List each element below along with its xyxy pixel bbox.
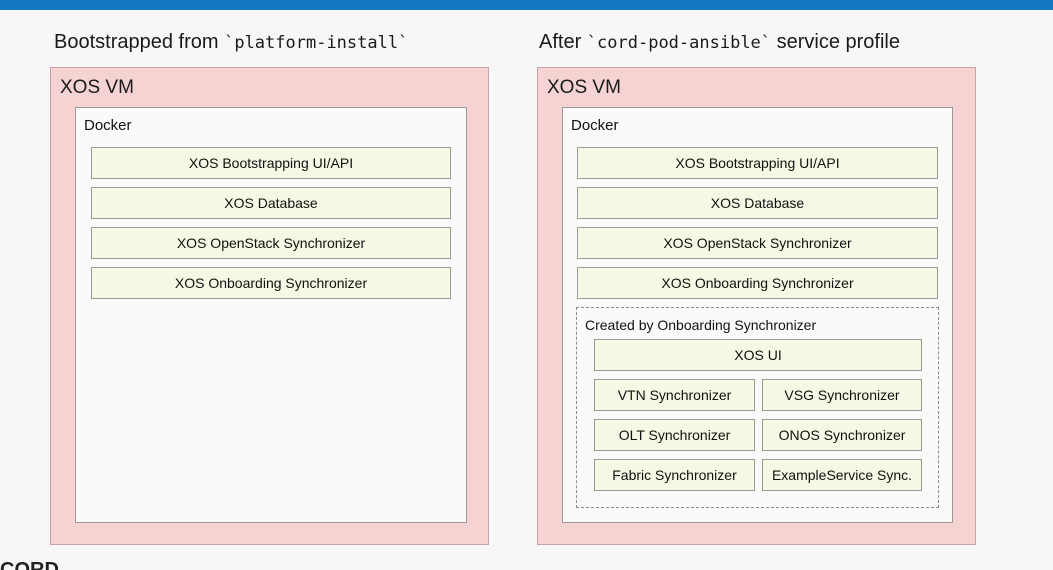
left-heading-text: Bootstrapped from (54, 31, 225, 53)
left-xos-vm: XOS VM Docker XOS Bootstrapping UI/API X… (50, 67, 489, 545)
right-heading: After `cord-pod-ansible` service profile (539, 31, 900, 54)
created-by-onboarding-group: Created by Onboarding Synchronizer XOS U… (576, 307, 939, 508)
left-onboarding-synchronizer: XOS Onboarding Synchronizer (91, 267, 451, 299)
left-vm-label: XOS VM (60, 77, 134, 98)
left-xos-database: XOS Database (91, 187, 451, 219)
left-heading: Bootstrapped from `platform-install` (54, 31, 408, 54)
right-onboarding-synchronizer: XOS Onboarding Synchronizer (577, 267, 938, 299)
exampleservice-synchronizer: ExampleService Sync. (762, 459, 922, 491)
olt-synchronizer: OLT Synchronizer (594, 419, 755, 451)
top-accent-bar (0, 0, 1053, 10)
left-docker-label: Docker (84, 117, 132, 134)
onos-synchronizer: ONOS Synchronizer (762, 419, 922, 451)
right-heading-suffix: service profile (771, 31, 900, 53)
xos-ui-component: XOS UI (594, 339, 922, 371)
vtn-synchronizer: VTN Synchronizer (594, 379, 755, 411)
right-heading-text: After (539, 31, 587, 53)
right-docker-label: Docker (571, 117, 619, 134)
left-docker-container: Docker XOS Bootstrapping UI/API XOS Data… (75, 107, 467, 523)
left-bootstrapping-ui-api: XOS Bootstrapping UI/API (91, 147, 451, 179)
right-xos-database: XOS Database (577, 187, 938, 219)
right-docker-container: Docker XOS Bootstrapping UI/API XOS Data… (562, 107, 953, 523)
created-group-label: Created by Onboarding Synchronizer (585, 317, 817, 333)
right-bootstrapping-ui-api: XOS Bootstrapping UI/API (577, 147, 938, 179)
right-xos-vm: XOS VM Docker XOS Bootstrapping UI/API X… (537, 67, 976, 545)
fabric-synchronizer: Fabric Synchronizer (594, 459, 755, 491)
right-openstack-synchronizer: XOS OpenStack Synchronizer (577, 227, 938, 259)
right-vm-label: XOS VM (547, 77, 621, 98)
left-heading-code: `platform-install` (224, 33, 409, 53)
vsg-synchronizer: VSG Synchronizer (762, 379, 922, 411)
left-openstack-synchronizer: XOS OpenStack Synchronizer (91, 227, 451, 259)
cord-logo: CORD (0, 560, 59, 570)
right-heading-code: `cord-pod-ansible` (586, 33, 772, 53)
